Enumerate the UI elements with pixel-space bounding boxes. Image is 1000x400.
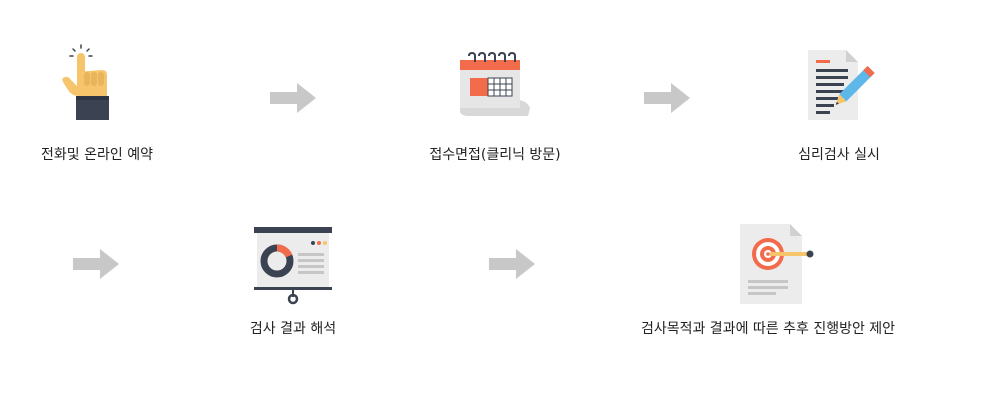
step-label-intake-interview: 접수면접(클리닉 방문) — [429, 147, 561, 163]
presentation-board-icon — [254, 227, 332, 305]
step-label-result-interpretation: 검사 결과 해석 — [249, 321, 337, 337]
step-label-psych-test: 심리검사 실시 — [798, 147, 880, 163]
arrow-right-icon — [73, 249, 119, 279]
target-document-icon — [740, 224, 814, 304]
arrow-right-icon — [644, 83, 690, 113]
document-pencil-icon — [808, 50, 875, 120]
step-label-follow-up-proposal: 검사목적과 결과에 따른 추후 진행방안 제안 — [640, 321, 896, 337]
step-label-reservation: 전화및 온라인 예약 — [41, 147, 153, 163]
arrow-right-icon — [270, 83, 316, 113]
arrow-right-icon — [489, 249, 535, 279]
hand-pointer-icon — [62, 44, 109, 120]
calendar-icon — [460, 52, 530, 116]
